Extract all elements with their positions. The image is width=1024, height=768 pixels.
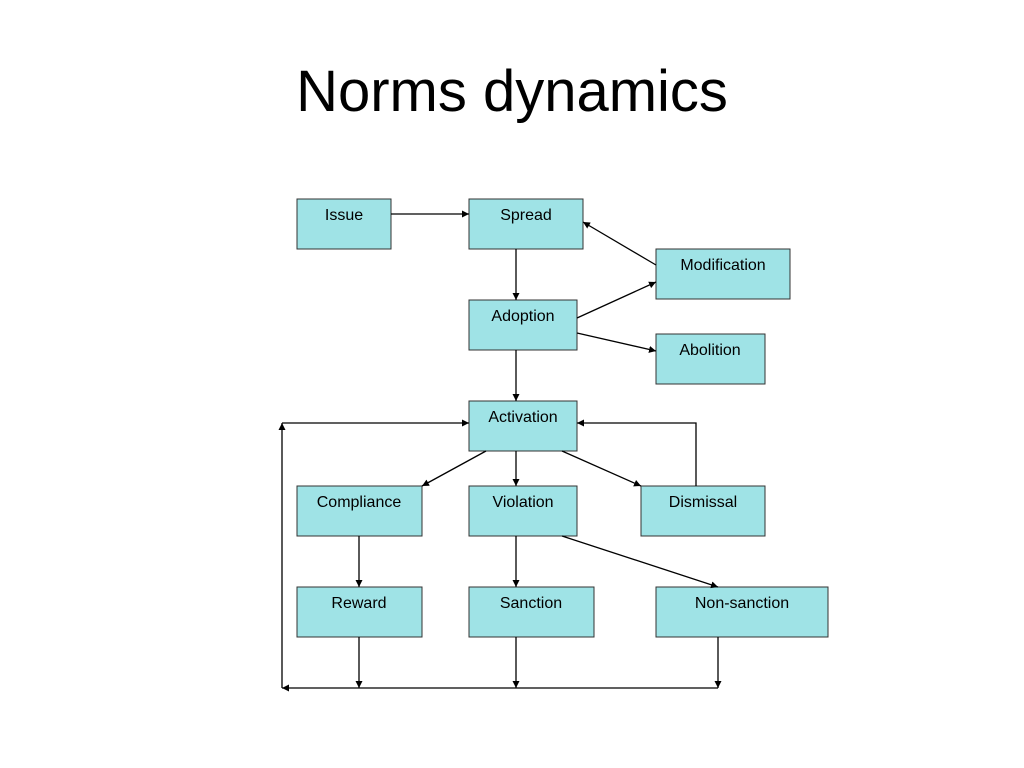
node-activation-label: Activation xyxy=(488,409,557,426)
node-reward-label: Reward xyxy=(331,595,386,612)
edge-adoption-abolition xyxy=(576,332,657,353)
edge-adoption-modification xyxy=(576,281,657,319)
node-violation-label: Violation xyxy=(492,494,553,511)
node-non-sanction-label: Non-sanction xyxy=(695,595,789,612)
node-spread: Spread xyxy=(468,198,584,250)
node-violation: Violation xyxy=(468,485,578,537)
node-dismissal-label: Dismissal xyxy=(669,494,737,511)
node-compliance-label: Compliance xyxy=(317,494,402,511)
node-modification: Modification xyxy=(655,248,791,300)
edge-activation-dismissal xyxy=(561,450,642,487)
node-abolition: Abolition xyxy=(655,333,766,385)
node-non-sanction: Non-sanction xyxy=(655,586,829,638)
edge-dismissal-activation xyxy=(577,419,697,486)
node-spread-label: Spread xyxy=(500,207,552,224)
node-sanction-label: Sanction xyxy=(500,595,562,612)
node-issue-label: Issue xyxy=(325,207,363,224)
node-reward: Reward xyxy=(296,586,423,638)
node-adoption: Adoption xyxy=(468,299,578,351)
node-compliance: Compliance xyxy=(296,485,423,537)
node-modification-label: Modification xyxy=(680,257,765,274)
edge-activation-compliance xyxy=(421,450,487,487)
node-activation: Activation xyxy=(468,400,578,452)
slide-title: Norms dynamics xyxy=(296,59,728,124)
edge-modification-spread xyxy=(582,221,657,266)
node-abolition-label: Abolition xyxy=(679,342,740,359)
node-issue: Issue xyxy=(296,198,392,250)
node-dismissal: Dismissal xyxy=(640,485,766,537)
node-sanction: Sanction xyxy=(468,586,595,638)
edge-violation-non-sanction xyxy=(561,535,719,589)
node-adoption-label: Adoption xyxy=(491,308,554,325)
